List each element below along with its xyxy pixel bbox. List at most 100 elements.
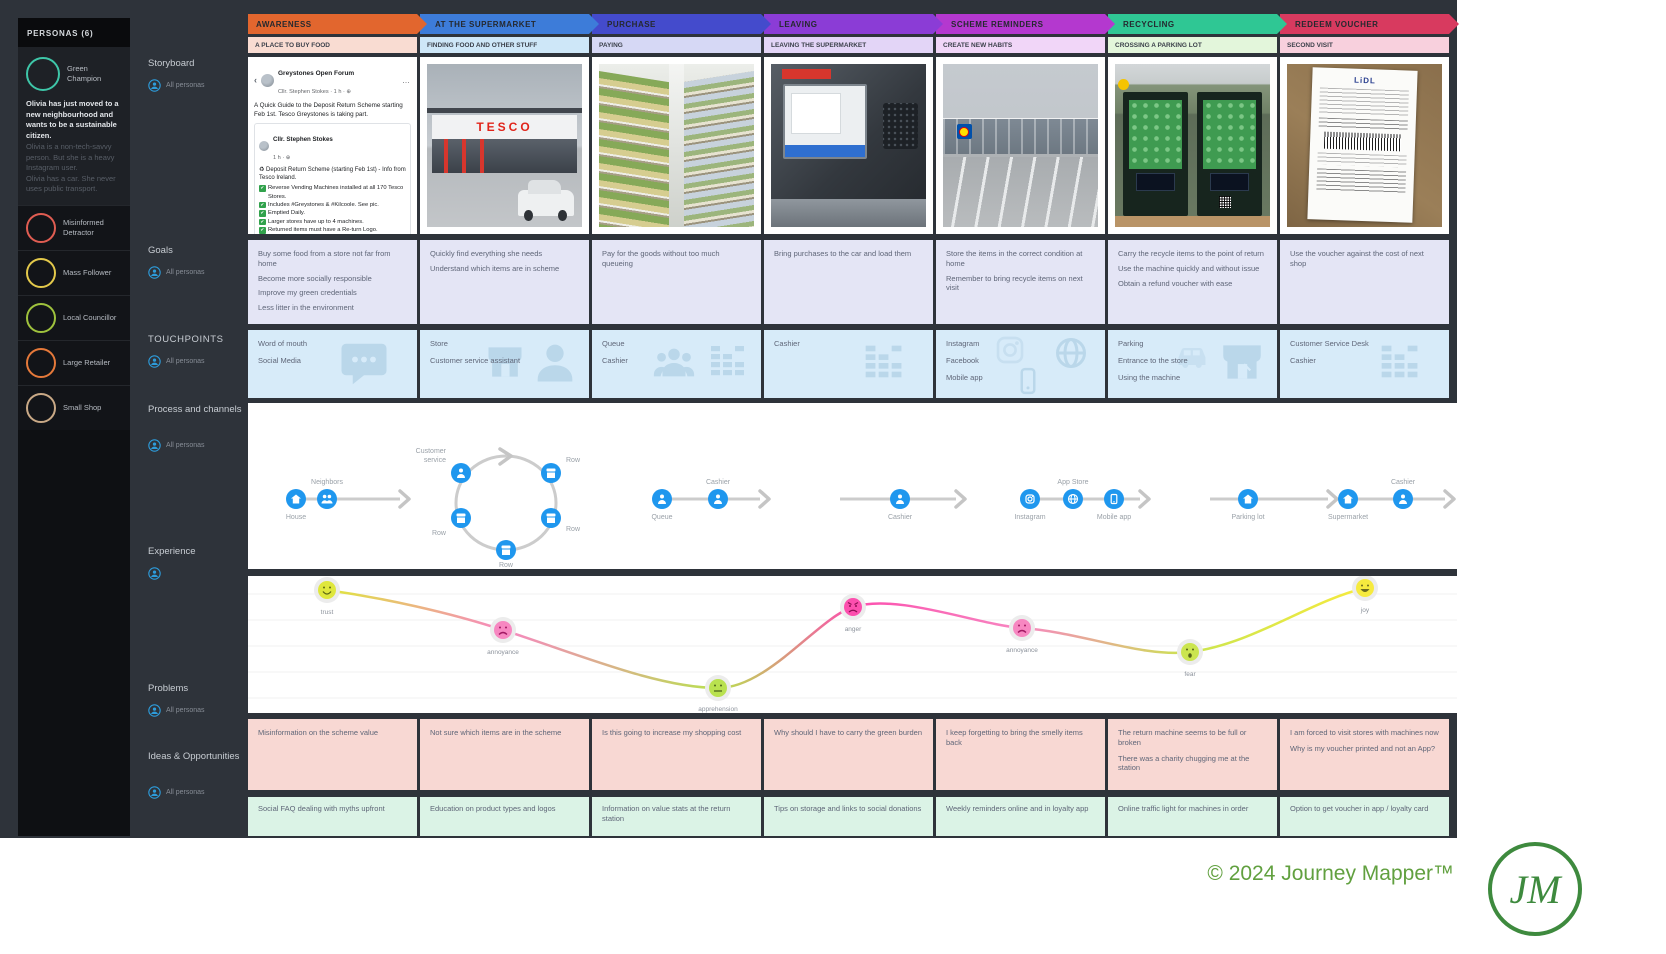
problems-cell-redeem-voucher[interactable]: I am forced to visit stores with machine… (1280, 719, 1449, 790)
all-personas-badge[interactable]: All personas (148, 786, 205, 799)
journey-map-board: PERSONAS (6) Green Champion Olivia has j… (0, 0, 1457, 838)
self-checkout-photo (771, 64, 926, 227)
ideas-cell-redeem-voucher[interactable]: Option to get voucher in app / loyalty c… (1280, 797, 1449, 836)
goals-cell-redeem-voucher[interactable]: Use the voucher against the cost of next… (1280, 240, 1449, 324)
touchpoints-cell-leaving[interactable]: Cashier (764, 330, 933, 398)
ideas-cell-at-the-supermarket[interactable]: Education on product types and logos (420, 797, 589, 836)
svg-text:Parking lot: Parking lot (1231, 514, 1264, 521)
person-circle-icon (148, 567, 161, 580)
lidl-receipt-photo: LiDL (1287, 64, 1442, 227)
logo-monogram: JM (1509, 866, 1561, 912)
substage-paying[interactable]: PAYING (592, 37, 761, 53)
goals-cell-leaving[interactable]: Bring purchases to the car and load them (764, 240, 933, 324)
svg-text:trust: trust (321, 609, 334, 616)
persona-card-green-champion[interactable]: Green Champion Olivia has just moved to … (18, 47, 130, 205)
emotion-point-apprehension[interactable]: apprehension (698, 675, 738, 713)
ideas-cell-purchase[interactable]: Information on value stats at the return… (592, 797, 761, 836)
ideas-cell-recycling[interactable]: Online traffic light for machines in ord… (1108, 797, 1277, 836)
all-personas-badge[interactable]: All personas (148, 704, 205, 717)
emotion-point-anger[interactable]: anger (840, 594, 866, 633)
svg-text:Customer: Customer (416, 448, 447, 455)
stage-header-recycling[interactable]: RECYCLING (1108, 14, 1287, 34)
substage-finding-food[interactable]: FINDING FOOD AND OTHER STUFF (420, 37, 589, 53)
substage-leaving-the-supermarket[interactable]: LEAVING THE SUPERMARKET (764, 37, 933, 53)
avatar (26, 257, 56, 288)
stage-header-purchase[interactable]: PURCHASE (592, 14, 771, 34)
goals-cell-purchase[interactable]: Pay for the goods without too much queue… (592, 240, 761, 324)
process-and-channels-band[interactable]: House Neighbors Customer service Row Row… (248, 403, 1457, 569)
persona-card-mass-follower[interactable]: Mass Follower (18, 249, 130, 295)
ideas-cell-leaving[interactable]: Tips on storage and links to social dona… (764, 797, 933, 836)
problems-cell-at-the-supermarket[interactable]: Not sure which items are in the scheme (420, 719, 589, 790)
barcode (1324, 131, 1403, 152)
problems-cell-recycling[interactable]: The return machine seems to be full or b… (1108, 719, 1277, 790)
problems-cell-scheme-reminders[interactable]: I keep forgetting to bring the smelly it… (936, 719, 1105, 790)
goals-cell-awareness[interactable]: Buy some food from a store not far from … (248, 240, 417, 324)
svg-text:apprehension: apprehension (698, 706, 738, 713)
badge-label: All personas (166, 269, 205, 276)
goals-cell-scheme-reminders[interactable]: Store the items in the correct condition… (936, 240, 1105, 324)
all-personas-badge[interactable]: All personas (148, 79, 205, 92)
storyboard-cell-lidl-carpark[interactable] (936, 57, 1105, 234)
emotion-point-annoyance-2[interactable]: annoyance (1006, 615, 1038, 654)
storyboard-cell-self-checkout[interactable] (764, 57, 933, 234)
post-meta: 1 h · ⊕ (273, 155, 291, 161)
person-circle-icon (148, 79, 161, 92)
persona-card-misinformed-detractor[interactable]: Misinformed Detractor (18, 204, 130, 250)
all-personas-badge[interactable] (148, 567, 161, 580)
row-label-process: Process and channels (148, 404, 242, 415)
storyboard-cell-social-post[interactable]: ‹ Greystones Open Forum Cllr. Stephen St… (248, 57, 417, 234)
row-label-touchpoints: TOUCHPOINTS (148, 334, 224, 345)
ideas-cell-scheme-reminders[interactable]: Weekly reminders online and in loyalty a… (936, 797, 1105, 836)
persona-name: Local Councillor (63, 312, 117, 322)
stage-header-scheme-reminders[interactable]: SCHEME REMINDERS (936, 14, 1115, 34)
cash-register-icon (865, 345, 902, 378)
problems-cell-awareness[interactable]: Misinformation on the scheme value (248, 719, 417, 790)
substage-create-new-habits[interactable]: CREATE NEW HABITS (936, 37, 1105, 53)
stage-header-redeem-voucher[interactable]: REDEEM VOUCHER (1280, 14, 1459, 34)
emotion-point-trust[interactable]: trust (314, 577, 340, 616)
stage-header-leaving[interactable]: LEAVING (764, 14, 943, 34)
avatar (26, 302, 56, 333)
post-checklist: Reverse Vending Machines installed at al… (259, 184, 406, 234)
badge-label: All personas (166, 82, 205, 89)
person-icon (537, 344, 573, 382)
storyboard-cell-reverse-vending-machines[interactable] (1108, 57, 1277, 234)
row-label-experience: Experience (148, 546, 196, 557)
person-circle-icon (148, 355, 161, 368)
process-label-house: House (286, 514, 306, 521)
all-personas-badge[interactable]: All personas (148, 355, 205, 368)
problems-cell-leaving[interactable]: Why should I have to carry the green bur… (764, 719, 933, 790)
persona-card-small-shop[interactable]: Small Shop (18, 384, 130, 430)
stage-header-awareness[interactable]: AWARENESS (248, 14, 427, 34)
storyboard-cell-receipt[interactable]: LiDL (1280, 57, 1449, 234)
experience-band[interactable]: trust annoyance apprehension (248, 575, 1457, 713)
ideas-cell-awareness[interactable]: Social FAQ dealing with myths upfront (248, 797, 417, 836)
substage-a-place-to-buy-food[interactable]: A PLACE TO BUY FOOD (248, 37, 417, 53)
storyboard-cell-supermarket-aisle[interactable] (592, 57, 761, 234)
substage-crossing-a-parking-lot[interactable]: CROSSING A PARKING LOT (1108, 37, 1277, 53)
emotion-point-annoyance[interactable]: annoyance (487, 617, 519, 656)
emotion-point-fear[interactable]: fear (1177, 639, 1203, 678)
all-personas-badge[interactable]: All personas (148, 266, 205, 279)
post-page-name: Greystones Open Forum (278, 70, 355, 77)
svg-text:service: service (424, 457, 446, 464)
all-personas-badge[interactable]: All personas (148, 439, 205, 452)
persona-description-secondary: Olivia is a non-tech-savvy person. But s… (26, 142, 116, 193)
persona-card-large-retailer[interactable]: Large Retailer (18, 339, 130, 385)
stage-header-at-the-supermarket[interactable]: AT THE SUPERMARKET (420, 14, 599, 34)
emotion-point-joy[interactable]: joy (1352, 575, 1378, 614)
substage-second-visit[interactable]: SECOND VISIT (1280, 37, 1449, 53)
car-icon (1178, 348, 1206, 368)
goals-cell-recycling[interactable]: Carry the recycle items to the point of … (1108, 240, 1277, 324)
problems-cell-purchase[interactable]: Is this going to increase my shopping co… (592, 719, 761, 790)
persona-card-local-councillor[interactable]: Local Councillor (18, 294, 130, 340)
storyboard-cell-tesco-storefront[interactable]: TESCO (420, 57, 589, 234)
